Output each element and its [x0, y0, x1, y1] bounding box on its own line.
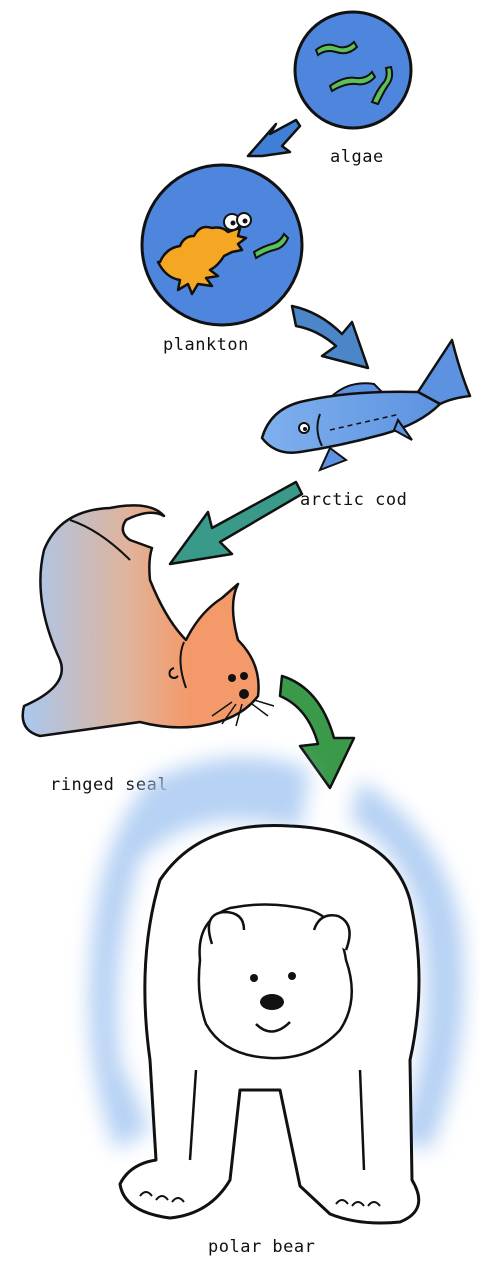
polar-bear-label: polar bear: [208, 1237, 315, 1257]
plankton-node: plankton: [142, 165, 302, 355]
polar-bear-node: polar bear: [89, 757, 464, 1257]
seal-eye-right: [240, 672, 248, 680]
arrow-algae-to-plankton: [248, 120, 300, 156]
seal-eye-left: [228, 674, 236, 682]
cod-body: [262, 392, 440, 453]
bear-eye-right: [288, 972, 296, 980]
cod-pupil: [303, 427, 307, 431]
cod-belly-fin: [320, 448, 346, 470]
plankton-pupil-right: [243, 219, 248, 224]
cod-tail: [418, 340, 470, 404]
algae-label: algae: [330, 147, 384, 167]
arrow-cod-to-seal: [170, 482, 302, 564]
plankton-label: plankton: [163, 335, 249, 355]
arrow-plankton-to-cod: [292, 306, 368, 368]
plankton-pupil-left: [231, 221, 236, 226]
bear-nose: [260, 994, 284, 1010]
bear-eye-left: [250, 974, 258, 982]
seal-nose: [239, 689, 249, 699]
algae-node: algae: [295, 12, 411, 167]
algae-circle: [295, 12, 411, 128]
ringed-seal-node: ringed seal: [23, 505, 274, 795]
arctic-cod-label: arctic cod: [300, 490, 407, 510]
